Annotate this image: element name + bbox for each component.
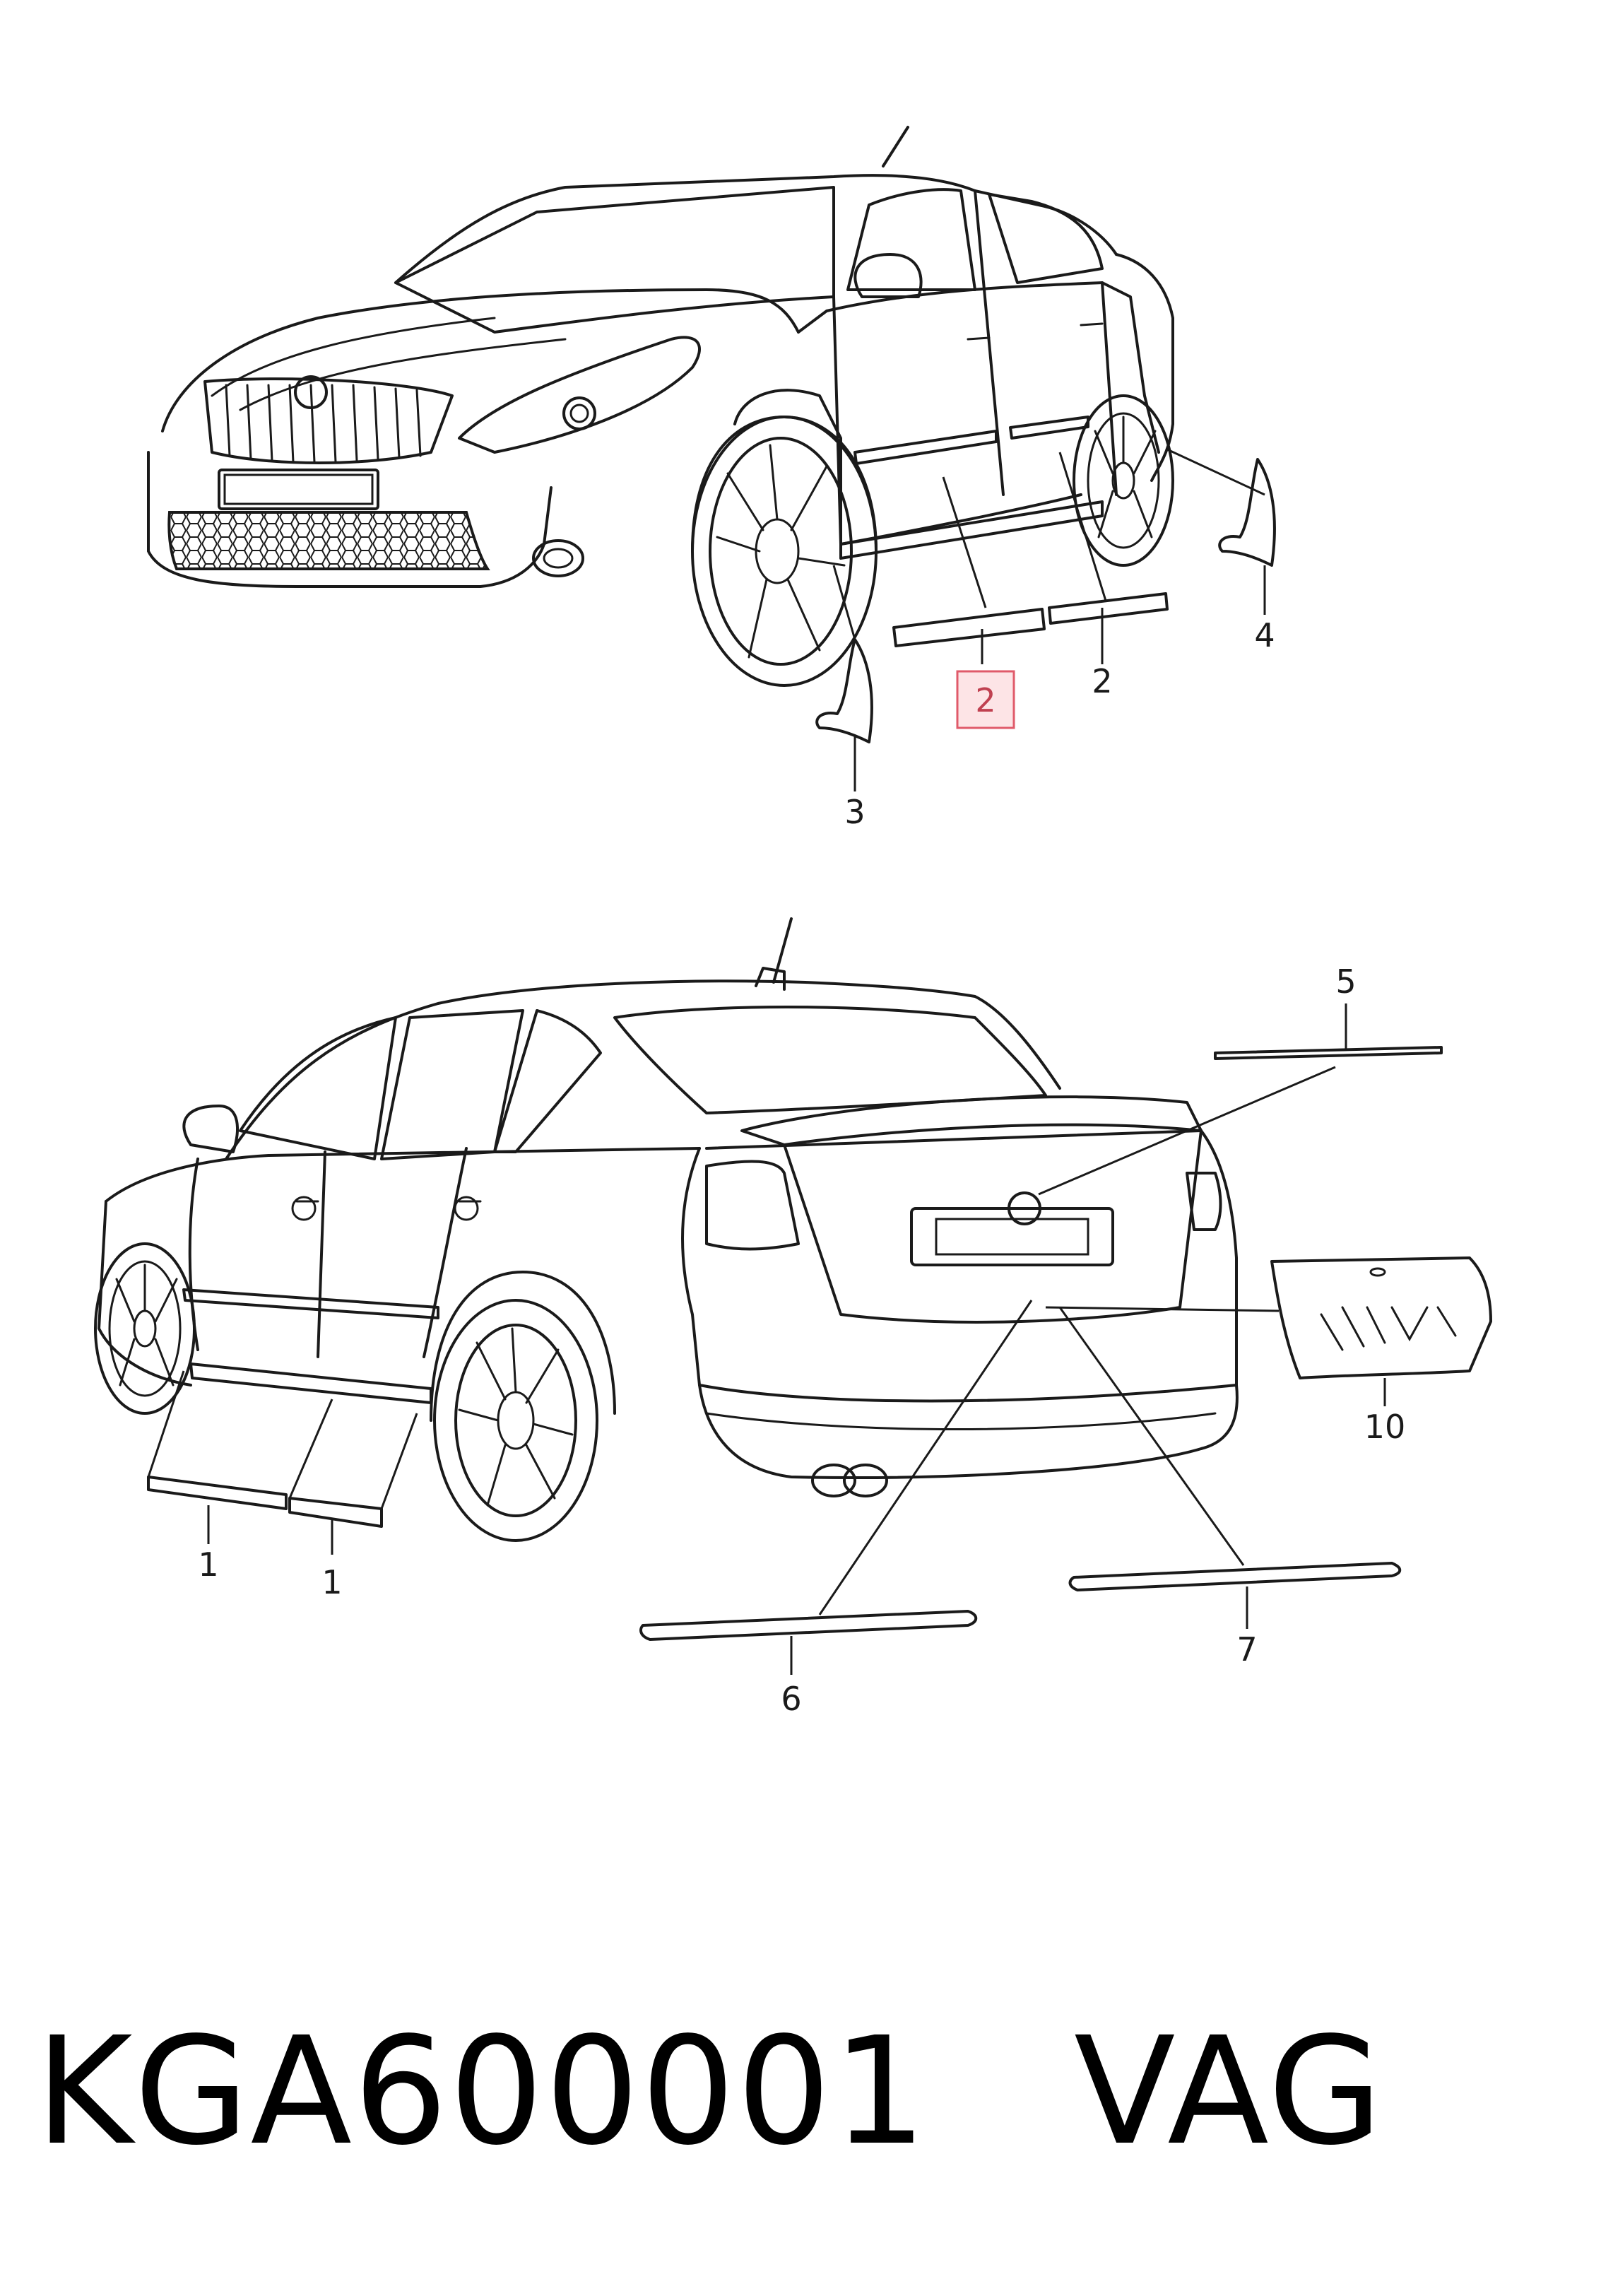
callout-1: 1 xyxy=(198,1546,218,1584)
spoiler-strip-part xyxy=(1214,1046,1443,1060)
caption-spacer xyxy=(928,2005,1074,2178)
parts-diagram: 3 2 2 4 5 10 1 1 6 7 xyxy=(94,126,1492,1718)
side-skirt-rear-part xyxy=(288,1497,383,1528)
mud-flap-front-part xyxy=(815,638,873,743)
brand-name: VAG xyxy=(1074,2005,1384,2178)
highlight-box xyxy=(956,670,1015,729)
side-trim-rear-part xyxy=(1048,592,1169,625)
part-number-caption: KGA600001 VAG xyxy=(35,1993,1554,2191)
side-skirt-front-part xyxy=(147,1476,288,1510)
callout-3: 3 xyxy=(844,793,865,831)
callout-10: 10 xyxy=(1364,1408,1406,1446)
callout-7: 7 xyxy=(1236,1630,1257,1668)
side-trim-front-part xyxy=(892,608,1046,647)
mud-flap-rear-part xyxy=(1218,458,1276,567)
front-view-car xyxy=(147,126,1174,687)
callout-5: 5 xyxy=(1335,962,1356,1001)
bumper-strip-lower-part xyxy=(639,1610,978,1641)
callout-4: 4 xyxy=(1254,616,1275,654)
callout-6: 6 xyxy=(781,1680,801,1718)
front-view-parts xyxy=(815,447,1276,791)
callout-1-second: 1 xyxy=(321,1563,342,1601)
rear-view-parts xyxy=(147,1003,1492,1675)
bumper-strip-upper-part xyxy=(1068,1562,1402,1591)
rs-decal-part xyxy=(1270,1256,1492,1379)
rear-view-car xyxy=(94,917,1239,1542)
callout-2: 2 xyxy=(1092,662,1112,700)
part-number: KGA600001 xyxy=(35,2005,928,2178)
callout-2-highlighted: 2 xyxy=(975,681,996,719)
